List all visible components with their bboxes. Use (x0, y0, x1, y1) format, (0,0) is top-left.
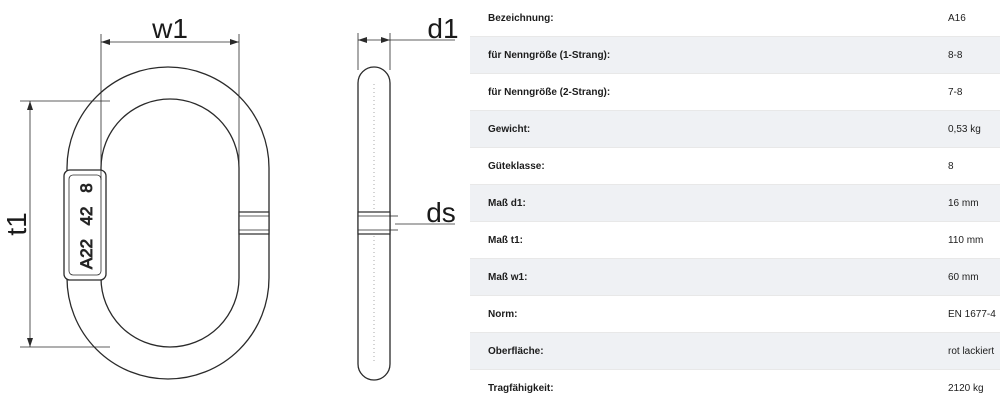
d1-label: d1 (427, 13, 458, 44)
spec-value: 8 (948, 161, 954, 172)
weld-band-side (357, 211, 391, 235)
spec-value: 7-8 (948, 87, 963, 98)
spec-label: Gewicht: (488, 124, 531, 135)
spec-label: Güteklasse: (488, 161, 545, 172)
spec-label: für Nenngröße (1-Strang): (488, 50, 611, 61)
w1-dimension (100, 34, 240, 180)
spec-value: A16 (948, 13, 966, 24)
spec-label: für Nenngröße (2-Strang): (488, 87, 611, 98)
stamp-number: 42 (77, 207, 96, 226)
t1-label: t1 (1, 212, 32, 235)
spec-row-d1: Maß d1: 16 mm (470, 185, 1000, 222)
spec-row-weight: Gewicht: 0,53 kg (470, 111, 1000, 148)
spec-value: 0,53 kg (948, 124, 981, 135)
spec-value: 2120 kg (948, 383, 984, 394)
spec-row-w1: Maß w1: 60 mm (470, 259, 1000, 296)
spec-label: Maß t1: (488, 235, 523, 246)
technical-drawing: A22 42 8 w1 t1 d1 (1, 13, 459, 381)
spec-value: EN 1677-4 (948, 309, 996, 320)
spec-value: 60 mm (948, 272, 979, 283)
weld-band-front (238, 211, 270, 235)
spec-row-surface: Oberfläche: rot lackiert (470, 333, 1000, 370)
t1-dimension (20, 100, 110, 348)
w1-label: w1 (151, 13, 188, 44)
ds-dimension (390, 215, 455, 231)
spec-row-standard: Norm: EN 1677-4 (470, 296, 1000, 333)
spec-row-t1: Maß t1: 110 mm (470, 222, 1000, 259)
ds-label: ds (426, 197, 456, 228)
spec-value: rot lackiert (948, 346, 995, 357)
spec-label: Tragfähigkeit: (488, 383, 554, 394)
stamp-code: A22 (77, 239, 96, 269)
spec-label: Maß d1: (488, 198, 526, 209)
master-link-front-view (66, 66, 270, 380)
spec-row-load-capacity: Tragfähigkeit: 2120 kg (470, 370, 1000, 407)
spec-label: Norm: (488, 309, 518, 320)
specifications-table: Bezeichnung: A16 für Nenngröße (1-Strang… (470, 0, 1000, 400)
spec-value: 8-8 (948, 50, 963, 61)
spec-value: 16 mm (948, 198, 979, 209)
spec-row-size-1-strand: für Nenngröße (1-Strang): 8-8 (470, 37, 1000, 74)
stamp-plate: A22 42 8 (63, 169, 107, 281)
stamp-grade: 8 (77, 183, 96, 192)
spec-row-designation: Bezeichnung: A16 (470, 0, 1000, 37)
spec-label: Bezeichnung: (488, 13, 554, 24)
spec-row-grade: Güteklasse: 8 (470, 148, 1000, 185)
spec-label: Maß w1: (488, 272, 528, 283)
spec-value: 110 mm (948, 235, 984, 246)
spec-label: Oberfläche: (488, 346, 544, 357)
d1-dimension (357, 33, 455, 70)
spec-row-size-2-strand: für Nenngröße (2-Strang): 7-8 (470, 74, 1000, 111)
